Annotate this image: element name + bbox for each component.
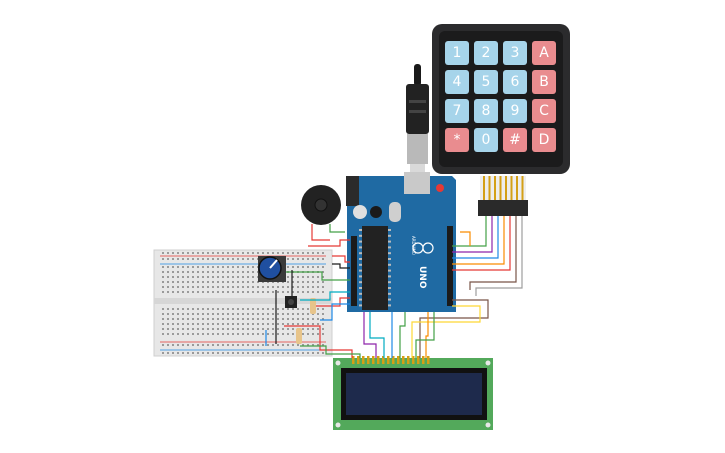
keypad-key: 8 [474,99,498,123]
keypad-key: 9 [503,99,527,123]
keypad-key: 0 [474,128,498,152]
keypad-key-label: * [454,132,461,148]
piezo-buzzer [301,185,345,241]
keypad-key-label: 2 [482,45,491,61]
keypad-key: # [503,128,527,152]
keypad-key-label: 3 [511,45,520,61]
keypad-4x4: 1 2 3 A 4 5 6 B 7 8 9 C * 0 # D [432,24,570,216]
keypad-key: 4 [445,70,469,94]
keypad-key-label: B [539,74,549,90]
keypad-key: 1 [445,41,469,65]
breadboard-holes [162,252,324,354]
keypad-key: 7 [445,99,469,123]
keypad-key: D [532,128,556,152]
keypad-key: 6 [503,70,527,94]
keypad-key-label: 7 [453,103,462,119]
keypad-key-label: D [539,132,550,148]
lcd-16x2 [333,356,493,430]
potentiometer [258,256,286,282]
keypad-key: * [445,128,469,152]
keypad-key: 2 [474,41,498,65]
keypad-key-label: # [509,132,521,148]
keypad-key-label: 0 [482,132,491,148]
keypad-key-label: 4 [453,74,462,90]
breadboard [153,249,333,357]
board-label: UNO [417,266,427,289]
wires [265,216,523,358]
keypad-key: C [532,99,556,123]
pushbutton [285,296,297,308]
keypad-key-label: C [539,103,549,119]
keypad-key-label: 1 [453,45,462,61]
arduino-uno: ARDUINO UNO [346,172,456,312]
keypad-key: 3 [503,41,527,65]
keypad-key-label: A [539,45,549,61]
keypad-key-label: 6 [511,74,520,90]
usb-cable [406,64,429,178]
keypad-key: A [532,41,556,65]
keypad-key-label: 5 [482,74,491,90]
keypad-key: 5 [474,70,498,94]
keypad-key-label: 8 [482,103,491,119]
keypad-key-label: 9 [511,103,520,119]
keypad-key: B [532,70,556,94]
resistor [296,298,316,344]
